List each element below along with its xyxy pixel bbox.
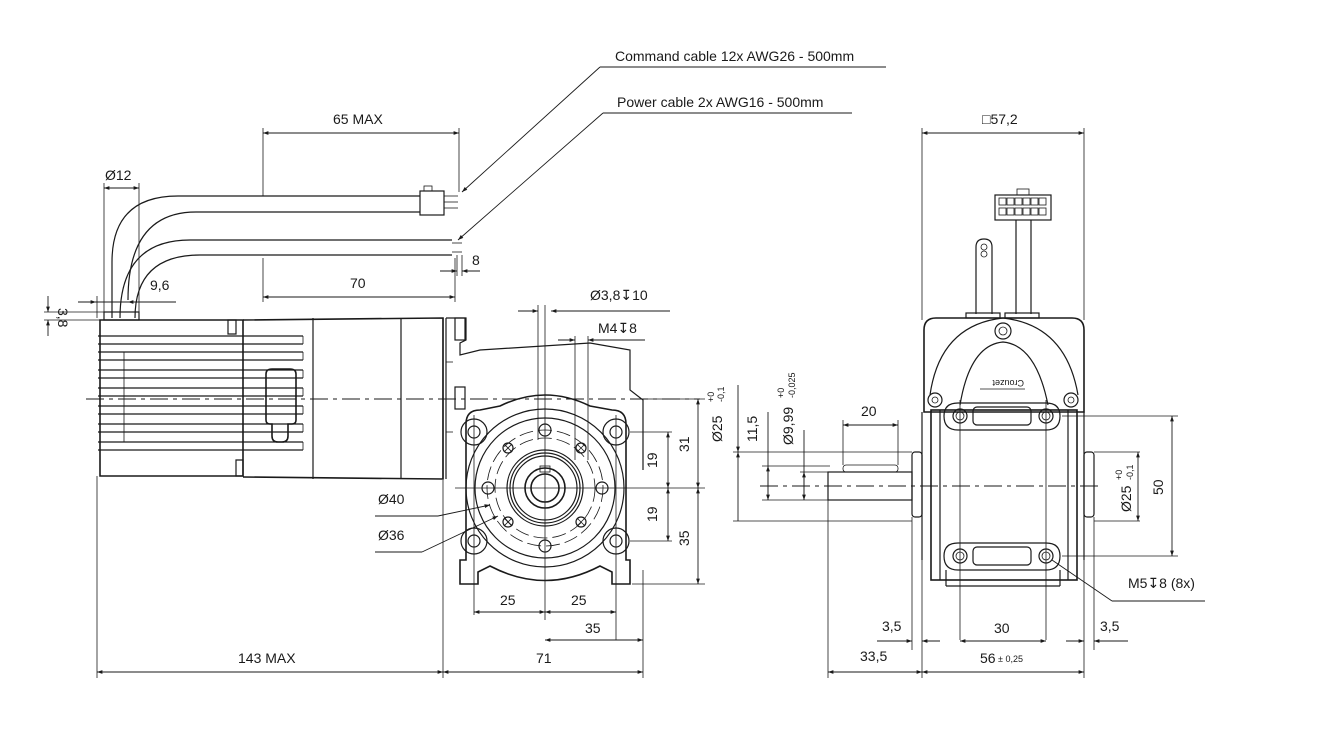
svg-text:56: 56 [980,650,996,666]
svg-text:+0: +0 [1114,470,1124,480]
dimension-shaft-projection: 33,5 [827,500,923,678]
dimension-dia-36: Ø36 [375,515,499,553]
svg-text:31: 31 [676,436,692,452]
gearbox-body [930,409,1078,581]
dimension-shaft-height: 11,5 [744,412,830,501]
command-connector [419,190,445,216]
svg-text:Ø9,99: Ø9,99 [780,407,796,445]
svg-text:11,5: 11,5 [744,416,760,442]
connector-window [265,368,297,443]
cooling-fins [98,335,304,451]
power-cable-callout: Power cable 2x AWG16 - 500mm [457,94,852,241]
dimension-cable-length-max: 65 MAX [262,111,460,196]
gearbox-front-view [455,305,705,640]
svg-text:25: 25 [571,592,587,608]
svg-text:3,5: 3,5 [882,618,902,634]
svg-text:65 MAX: 65 MAX [333,111,383,127]
svg-text:50: 50 [1150,479,1166,495]
dimension-gland-height: 3,8 [44,296,104,336]
svg-text:35: 35 [676,530,692,546]
mounting-thread-callout: M5↧8 (8x) [1051,559,1205,602]
svg-text:25: 25 [500,592,516,608]
svg-text:Ø3,8↧10: Ø3,8↧10 [590,287,648,303]
dimension-gland-offset: 9,6 [78,277,176,318]
dimension-hole-flange: Ø3,8↧10 [518,287,670,313]
motor-side-view [86,311,700,480]
dimension-shaft-diameter: Ø9,99 +0 -0,025 [776,372,830,500]
svg-text:20: 20 [861,403,877,419]
command-cable-callout: Command cable 12x AWG26 - 500mm [461,48,886,193]
shaft-key [842,464,899,473]
svg-text:71: 71 [536,650,552,666]
svg-text:M4↧8: M4↧8 [598,320,637,336]
svg-text:Ø12: Ø12 [105,167,132,183]
dimension-gearbox-length: 71 [443,645,644,678]
square-size-label: □57,2 [982,111,1018,127]
svg-text:+0: +0 [706,392,716,402]
dimension-body-width: 56 ± 0,25 [922,650,1084,674]
dimension-vertical-35: 35 [632,488,705,585]
dimension-flange-offset-left: 3,5 [877,517,940,650]
dimension-hole-spacing-vertical: 50 [1062,415,1178,557]
dimension-motor-length-max: 143 MAX [96,476,444,678]
svg-text:Ø36: Ø36 [378,527,405,543]
svg-text:Ø40: Ø40 [378,491,405,507]
svg-text:Ø25: Ø25 [709,415,725,442]
svg-text:-0,025: -0,025 [787,372,797,398]
svg-text:-0,1: -0,1 [1125,464,1135,480]
svg-text:3,8: 3,8 [55,308,71,328]
svg-text:143 MAX: 143 MAX [238,650,296,666]
svg-text:30: 30 [994,620,1010,636]
dimension-shaft-key-length: 20 [842,403,899,465]
svg-text:M5↧8 (8x): M5↧8 (8x) [1128,575,1195,591]
cables [111,185,462,319]
dimension-thread-flange: M4↧8 [558,320,645,342]
svg-text:3,5: 3,5 [1100,618,1120,634]
svg-text:-0,1: -0,1 [716,386,726,402]
svg-text:Ø25: Ø25 [1118,485,1134,512]
svg-text:+0: +0 [776,388,786,398]
dimension-flange-offset-right: 3,5 [1066,517,1128,678]
dimension-horizontal-25-right: 25 [545,592,616,614]
dimension-vertical-19-bottom: 19 [630,488,672,542]
svg-text:8: 8 [472,252,480,268]
brand-logo: Crouzet [992,378,1024,388]
svg-text:35: 35 [585,620,601,636]
dimension-cable-strip: 70 [262,258,456,302]
dimension-front-pilot-diameter: Ø25 +0 -0,1 [706,386,726,442]
dimension-dia-40: Ø40 [375,491,491,517]
dimension-vertical-19-top: 19 [630,431,672,488]
svg-text:70: 70 [350,275,366,291]
dimension-gland-diameter: Ø12 [103,167,140,318]
power-cable-label: Power cable 2x AWG16 - 500mm [617,94,823,110]
svg-text:9,6: 9,6 [150,277,170,293]
svg-text:19: 19 [644,506,660,522]
end-view: □57,2 Crouzet [760,111,1100,640]
dimension-vertical-31: 31 [635,398,705,488]
svg-text:33,5: 33,5 [860,648,887,664]
dimension-cable-tip: 8 [440,252,480,276]
dimension-horizontal-35: 35 [545,570,644,645]
dimension-hole-spacing-horizontal: 30 [960,620,1046,643]
dimension-end-pilot-diameter: Ø25 +0 -0,1 [1094,451,1140,522]
svg-text:± 0,25: ± 0,25 [998,654,1023,664]
svg-text:19: 19 [644,452,660,468]
dimension-horizontal-25-left: 25 [474,592,545,614]
dimension-end-pilot [733,385,912,522]
command-cable-label: Command cable 12x AWG26 - 500mm [615,48,854,64]
